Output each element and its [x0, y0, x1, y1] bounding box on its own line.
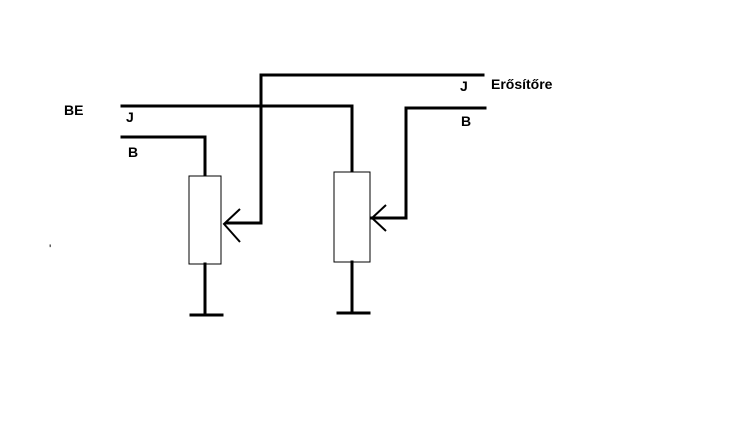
potentiometer-right-body — [333, 171, 371, 263]
wire-output-j — [225, 73, 485, 225]
label-input-b: B — [128, 144, 138, 160]
wire-input-b — [120, 135, 207, 178]
label-output-b: B — [461, 113, 471, 129]
label-input-be: BE — [64, 102, 83, 118]
label-output-amplifier: Erősítőre — [491, 76, 553, 92]
wire-output-b — [370, 106, 487, 220]
potentiometer-left-body — [188, 175, 222, 265]
label-input-j: J — [126, 109, 134, 125]
wire-input-j — [120, 104, 354, 175]
potentiometer-left-wiper-arrow — [222, 208, 241, 243]
potentiometer-right — [333, 171, 387, 315]
stray-mark: ' — [49, 242, 51, 256]
potentiometer-right-wiper-arrow — [370, 204, 387, 232]
potentiometer-left — [188, 175, 241, 317]
label-output-j: J — [460, 78, 468, 94]
